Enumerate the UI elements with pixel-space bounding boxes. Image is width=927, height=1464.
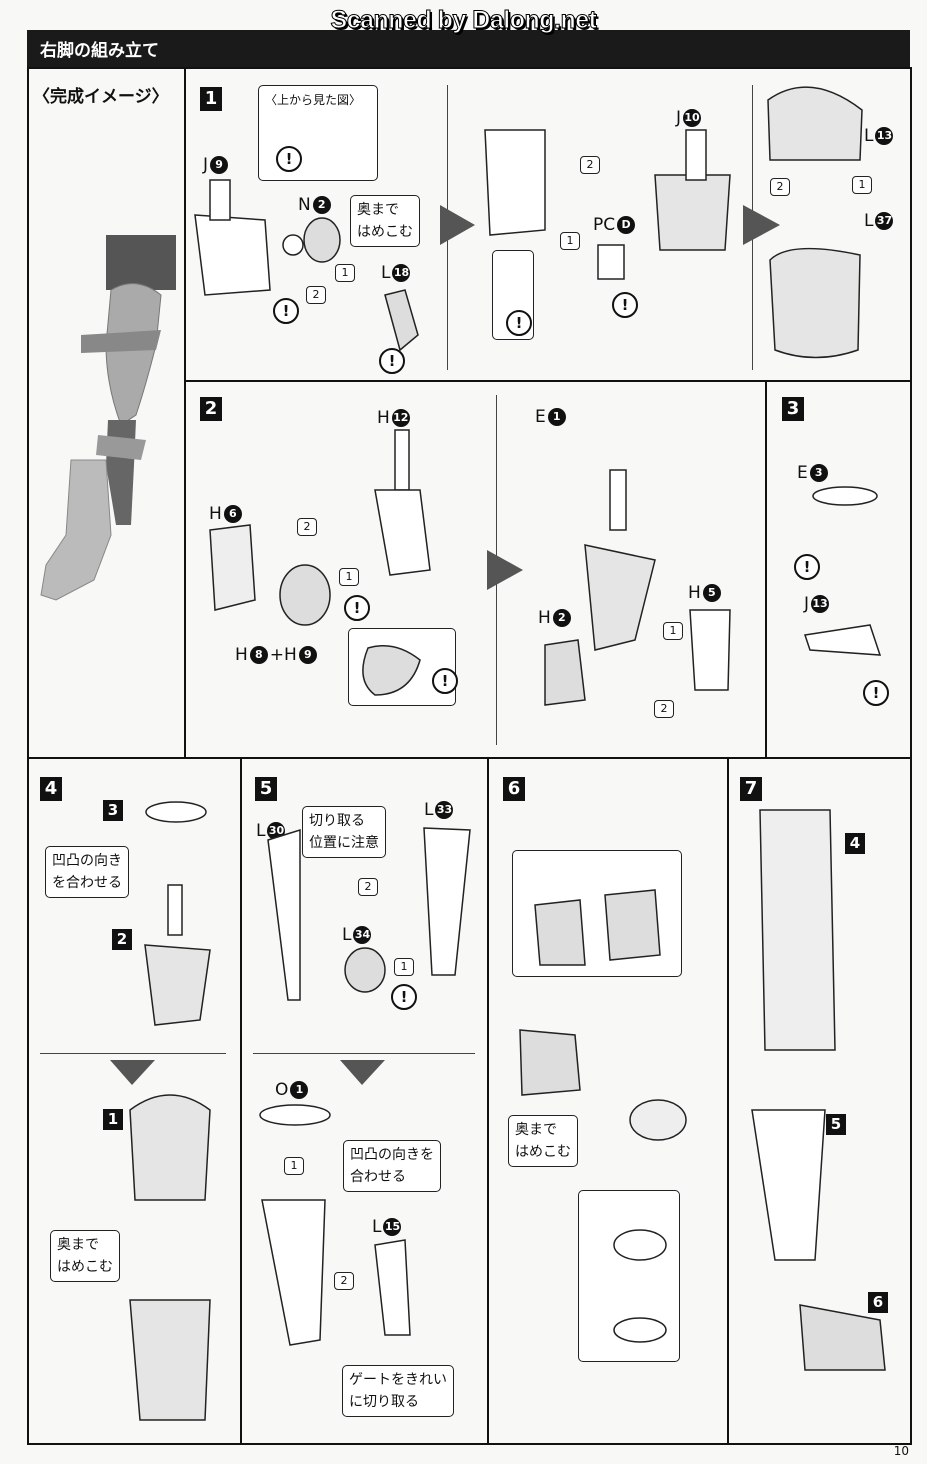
order-mark: 1 <box>663 622 683 640</box>
caution-icon: ! <box>863 680 889 706</box>
page-number: 10 <box>893 1444 909 1458</box>
order-mark: 2 <box>334 1272 354 1290</box>
substep-divider <box>253 1053 475 1054</box>
divider <box>240 757 242 1443</box>
order-mark: 2 <box>770 178 790 196</box>
order-mark: 1 <box>335 264 355 282</box>
section-title: 右脚の組み立て <box>40 41 159 61</box>
note-callout: 凹凸の向きを合わせる <box>45 846 129 898</box>
substep-divider <box>40 1053 226 1054</box>
note-callout: ゲートをきれいに切り取る <box>342 1365 454 1417</box>
caution-icon: ! <box>794 554 820 580</box>
step-number: 5 <box>255 777 277 801</box>
caution-icon: ! <box>379 348 405 374</box>
note-callout: 奥まではめこむ <box>508 1115 578 1167</box>
caution-icon: ! <box>344 595 370 621</box>
order-mark: 2 <box>580 156 600 174</box>
caution-icon: ! <box>391 984 417 1010</box>
caution-icon: ! <box>432 668 458 694</box>
step-number: 4 <box>40 777 62 801</box>
completion-label: 〈完成イメージ〉 <box>33 87 169 107</box>
order-mark: 2 <box>654 700 674 718</box>
divider <box>184 380 910 382</box>
order-mark: 2 <box>306 286 326 304</box>
order-mark: 2 <box>358 878 378 896</box>
divider <box>27 757 910 759</box>
caution-icon: ! <box>276 146 302 172</box>
completed-leg-image <box>40 235 176 601</box>
note-callout: 奥まではめこむ <box>350 195 420 247</box>
step-reference: 5 <box>826 1114 846 1135</box>
step-number: 2 <box>200 397 222 421</box>
header-bar <box>27 30 910 67</box>
step-number: 3 <box>782 397 804 421</box>
step-reference: 3 <box>103 800 123 821</box>
order-mark: 1 <box>852 176 872 194</box>
caution-icon: ! <box>273 298 299 324</box>
caution-icon: ! <box>612 292 638 318</box>
step-number: 6 <box>503 777 525 801</box>
order-mark: 1 <box>394 958 414 976</box>
step-reference: 4 <box>845 833 865 854</box>
order-mark: 2 <box>297 518 317 536</box>
step-reference: 1 <box>103 1109 123 1130</box>
step-reference: 2 <box>112 929 132 950</box>
caution-icon: ! <box>506 310 532 336</box>
step-number: 7 <box>740 777 762 801</box>
order-mark: 1 <box>339 568 359 586</box>
watermark: Scanned by Dalong.net <box>330 6 597 35</box>
divider <box>727 757 729 1443</box>
divider <box>184 67 186 757</box>
note-callout: 奥まではめこむ <box>50 1230 120 1282</box>
divider <box>765 380 767 757</box>
note-callout: 切り取る位置に注意 <box>302 806 386 858</box>
divider <box>487 757 489 1443</box>
instruction-frame <box>27 67 912 1445</box>
order-mark: 1 <box>284 1157 304 1175</box>
note-callout: 凹凸の向きを合わせる <box>343 1140 441 1192</box>
order-mark: 1 <box>560 232 580 250</box>
step-reference: 6 <box>868 1292 888 1313</box>
step-number: 1 <box>200 87 222 111</box>
